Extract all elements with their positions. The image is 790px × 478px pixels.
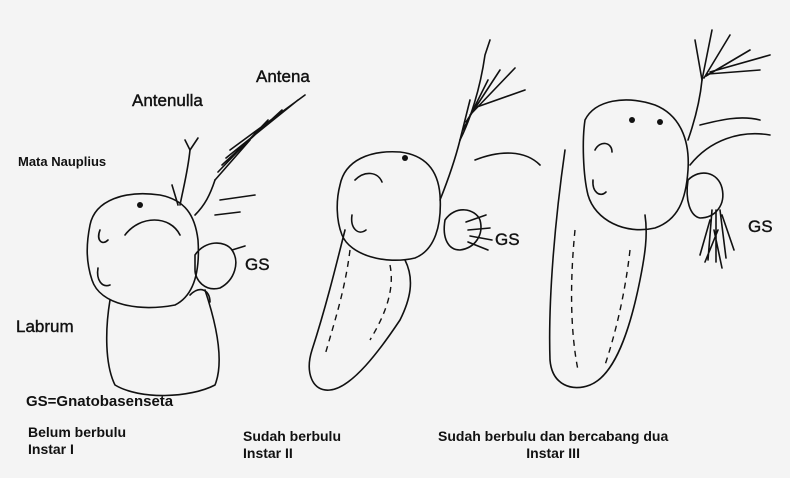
antena-label: Antena — [256, 67, 310, 87]
caption-instar-2-line2: Instar II — [243, 445, 341, 462]
mata-nauplius-label: Mata Nauplius — [18, 154, 106, 169]
caption-instar-2-line1: Sudah berbulu — [243, 428, 341, 445]
instar-3-labrum — [550, 150, 647, 388]
labrum-label: Labrum — [16, 317, 74, 337]
caption-instar-1-line2: Instar I — [28, 441, 126, 458]
instar-3-head — [583, 100, 688, 230]
instar-1-mandible — [195, 243, 236, 289]
instar-3-figure — [550, 30, 770, 388]
gs-label-instar-1: GS — [245, 255, 270, 275]
instar-2-figure — [309, 40, 540, 390]
instar-3-mandible — [687, 173, 723, 218]
instar-1-figure — [87, 95, 305, 396]
caption-instar-1: Belum berbulu Instar I — [28, 424, 126, 458]
instar-1-labrum — [107, 290, 219, 396]
instar-2-labrum — [309, 230, 410, 390]
instar-2-head — [337, 152, 440, 260]
caption-instar-3-line2: Instar III — [438, 445, 668, 462]
gs-label-instar-3: GS — [748, 217, 773, 237]
gs-label-instar-2: GS — [495, 230, 520, 250]
caption-instar-3: Sudah berbulu dan bercabang dua Instar I… — [438, 428, 668, 462]
instar-1-head — [87, 194, 198, 308]
caption-instar-2: Sudah berbulu Instar II — [243, 428, 341, 462]
legend-gs: GS=Gnatobasenseta — [26, 393, 173, 410]
caption-instar-1-line1: Belum berbulu — [28, 424, 126, 441]
antenulla-label: Antenulla — [132, 91, 203, 111]
caption-instar-3-line1: Sudah berbulu dan bercabang dua — [438, 428, 668, 445]
